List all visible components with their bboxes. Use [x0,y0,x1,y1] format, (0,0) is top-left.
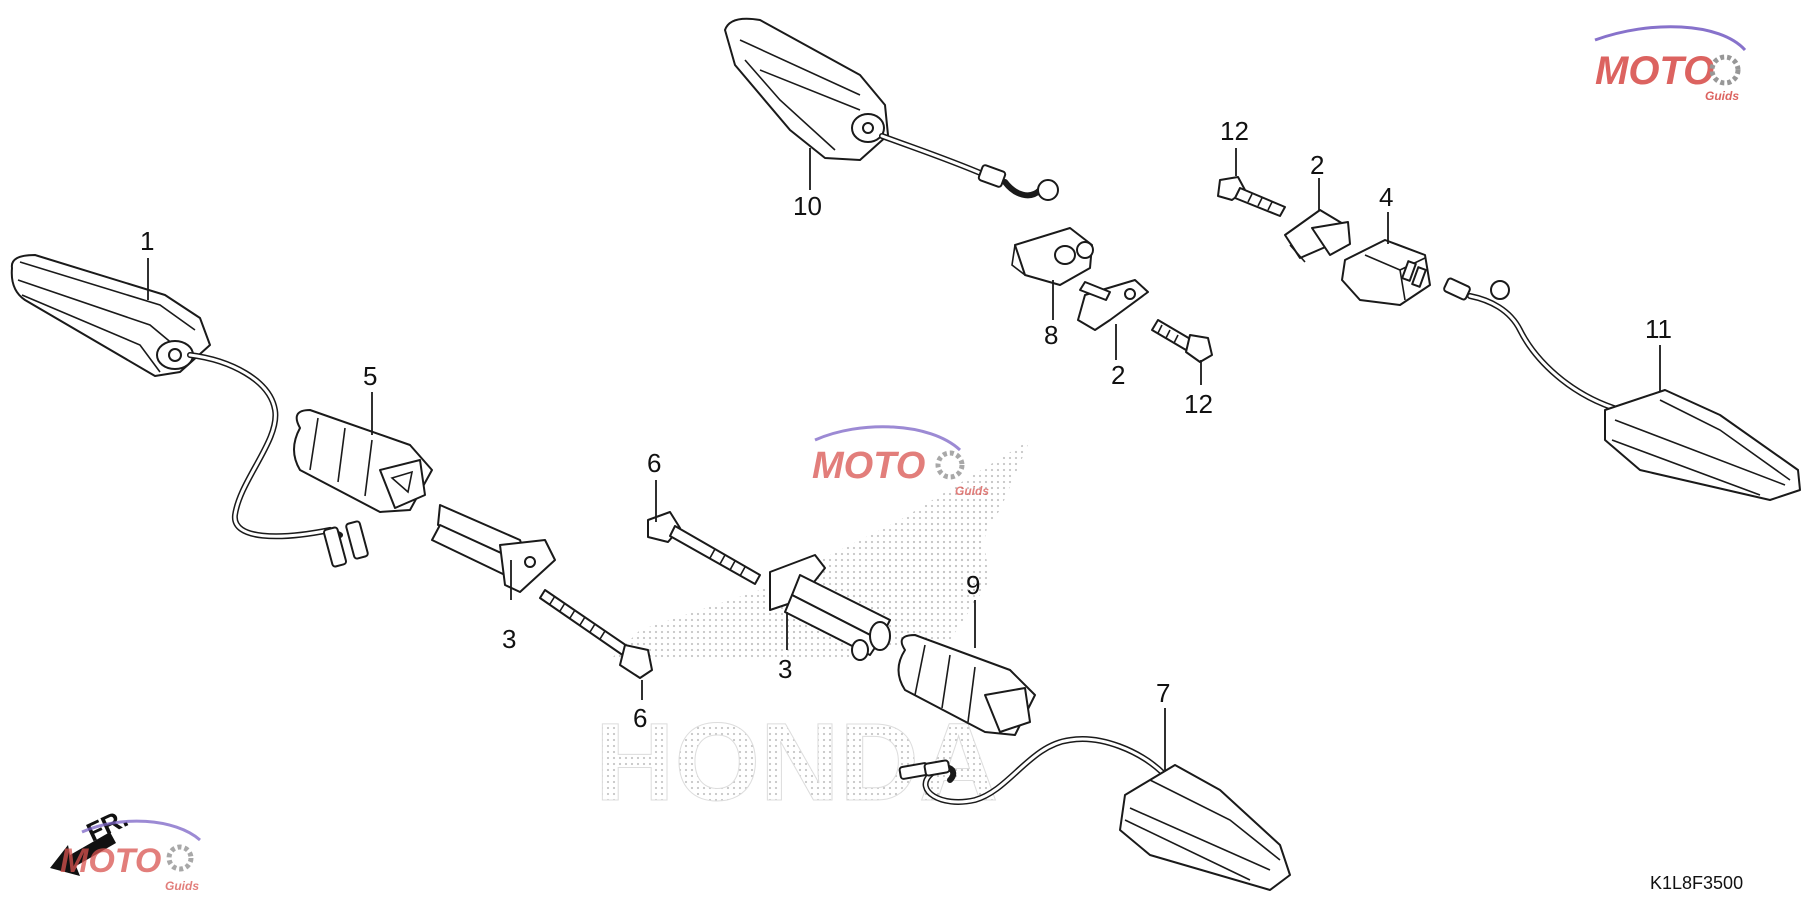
gear-icon [935,450,965,480]
part-12-bolt-lower [1151,319,1213,363]
part-2-bracket-center [1077,279,1149,331]
diagram-code: K1L8F3500 [1650,873,1743,893]
part-7-turn-signal [898,736,1291,891]
gear-icon [166,844,194,872]
callout-part-11: 11 [1645,314,1672,344]
part-3-collar-left [431,504,556,593]
part-6-bolt-upper [647,511,761,585]
callout-part-3-center: 3 [778,654,792,684]
callout-part-9: 9 [966,570,980,600]
callout-part-1: 1 [140,226,154,256]
watermark-bottom-left: MOTO Guids [60,819,201,893]
callout-part-7: 7 [1156,678,1170,708]
callout-part-2-center: 2 [1111,360,1125,390]
part-11-turn-signal [1443,277,1801,501]
part-1-turn-signal [10,254,369,568]
part-12-bolt-upper [1217,176,1286,217]
part-4-grommet [1341,239,1431,306]
part-5-rubber-mount [293,409,433,513]
front-direction-arrow-icon [50,832,116,876]
watermark-center: MOTO Guids [812,425,989,498]
callout-part-5: 5 [363,361,377,391]
callout-part-6-upper: 6 [647,448,661,478]
watermark-brand: MOTO [60,842,161,880]
honda-logo-word: HONDA [595,701,998,824]
watermark-sub: Guids [955,484,989,498]
gear-icon [1709,54,1741,86]
callout-part-6-lower: 6 [633,703,647,733]
watermark-top-right: MOTO Guids [1594,25,1747,103]
callout-numbers: 1 2 2 3 3 4 5 6 6 7 8 9 10 11 12 12 [140,116,1672,733]
part-10-turn-signal [724,17,1059,201]
part-2-bracket-right [1284,209,1351,263]
part-3-collar-center [769,554,891,661]
callout-part-10: 10 [793,191,822,221]
callout-part-4: 4 [1379,182,1393,212]
watermark-brand: MOTO [1595,49,1714,93]
part-6-bolt-lower [539,589,653,679]
watermark-sub: Guids [1705,89,1739,103]
watermark-brand: MOTO [812,445,925,487]
callout-part-2-right: 2 [1310,150,1324,180]
callout-part-8: 8 [1044,320,1058,350]
leader-lines [147,148,1661,770]
part-8-grommet [1011,227,1094,286]
callout-part-3-left: 3 [502,624,516,654]
callout-part-12-lower: 12 [1184,389,1213,419]
watermark-sub: Guids [165,879,199,893]
callout-part-12-upper: 12 [1220,116,1249,146]
part-9-rubber-mount [897,634,1036,736]
